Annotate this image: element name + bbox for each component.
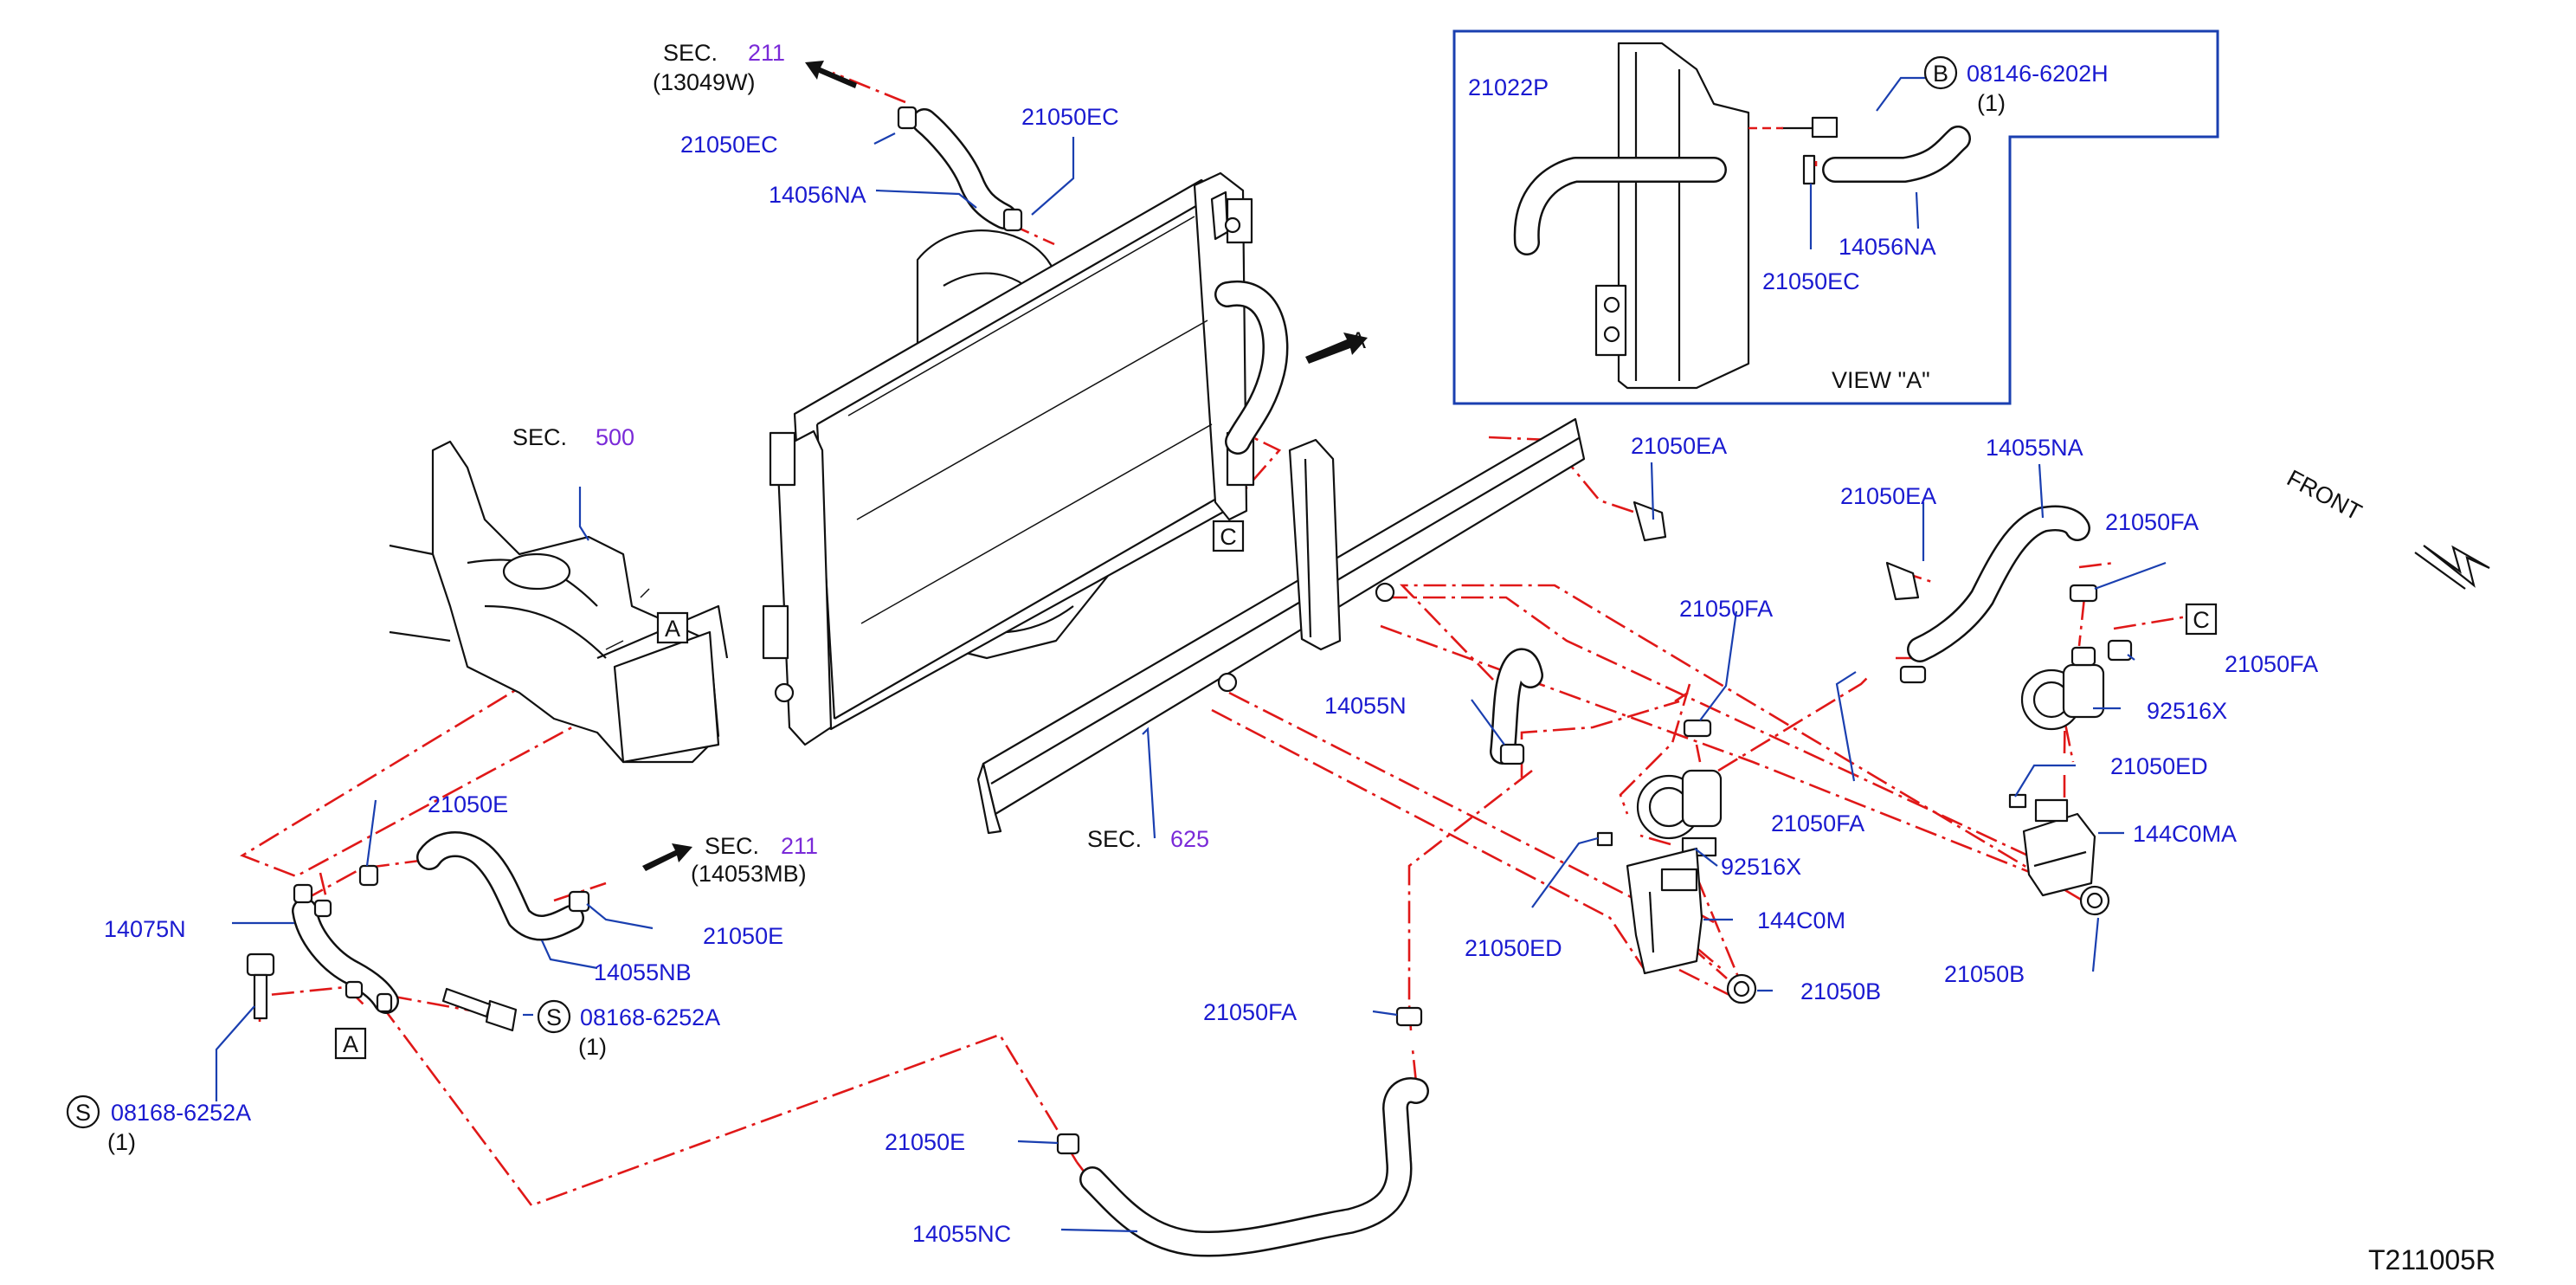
arrow-to-sec-211-top (805, 61, 857, 88)
label-14056NA: 14056NA (769, 182, 866, 208)
label-144C0MA: 144C0MA (2133, 821, 2237, 847)
sec-500-prefix: SEC. (512, 424, 567, 450)
label-21050EC-right: 21050EC (1021, 104, 1119, 130)
labels: SEC. 211 (13049W) SEC. 500 SEC. 211 (140… (104, 40, 2496, 1275)
label-21050FA-5: 21050FA (1203, 999, 1297, 1025)
label-14055NC: 14055NC (912, 1221, 1011, 1247)
hoses (292, 108, 2090, 1257)
direction-arrows (642, 61, 2490, 871)
label-21050E-top: 21050E (428, 791, 508, 817)
sec-211-top-sub: (13049W) (653, 69, 756, 95)
label-14075N: 14075N (104, 916, 186, 942)
label-21050FA-3: 21050FA (2225, 651, 2318, 677)
label-21050B-right: 21050B (1944, 961, 2025, 987)
leader-lines (215, 76, 2167, 1233)
marker-a-box-1: A (665, 616, 680, 642)
label-08168-6252A-2: 08168-6252A (111, 1100, 251, 1126)
symbol-s-1: S (546, 1004, 562, 1030)
label-21050FA-2: 21050FA (1679, 596, 1773, 622)
label-08168-6252A-2-qty: (1) (107, 1129, 136, 1155)
symbol-s-2: S (75, 1100, 91, 1126)
marker-c-box-1: C (1220, 524, 1237, 550)
label-21050EA-1: 21050EA (1631, 433, 1727, 459)
label-92516X-right: 92516X (2147, 698, 2227, 724)
front-arrow-icon (2423, 545, 2490, 588)
inset-label-08146-qty: (1) (1977, 90, 2006, 116)
label-21050B-left: 21050B (1800, 978, 1881, 1004)
label-21050FA-4: 21050FA (1771, 810, 1864, 836)
clamps (246, 106, 2133, 1155)
inset-label-08146-6202H: 08146-6202H (1967, 61, 2109, 87)
view-a-inset (1452, 29, 2219, 405)
pumps-brackets (1626, 663, 2110, 1004)
arrow-to-sec-211-left (642, 843, 692, 871)
label-21050ED-left: 21050ED (1465, 935, 1562, 961)
view-a-arrow-icon (1305, 333, 1368, 364)
label-21050EC-left: 21050EC (680, 132, 778, 158)
label-21050E-right: 21050E (703, 923, 783, 949)
sec-211-left-number: 211 (781, 833, 818, 859)
markers: A A C C B S S (66, 55, 2218, 1129)
front-label: FRONT (2283, 465, 2366, 526)
inset-label-21050EC: 21050EC (1762, 268, 1860, 294)
sec-500-number: 500 (596, 424, 634, 450)
label-92516X-left: 92516X (1721, 854, 1801, 880)
symbol-b: B (1933, 61, 1948, 87)
chassis-bracket (389, 440, 729, 764)
label-14055N: 14055N (1324, 693, 1407, 719)
label-21050EA-2: 21050EA (1840, 483, 1936, 509)
view-a-marker-label: A (1350, 327, 1366, 353)
label-08168-6252A-1-qty: (1) (578, 1034, 607, 1060)
sec-625-prefix: SEC. (1087, 826, 1142, 852)
sec-211-left-prefix: SEC. (705, 833, 759, 859)
view-a-caption: VIEW "A" (1832, 367, 1930, 393)
inset-label-21022P: 21022P (1468, 74, 1549, 100)
sec-211-left-sub: (14053MB) (691, 861, 807, 887)
diagram-id: T211005R (2368, 1244, 2496, 1275)
sec-625-number: 625 (1170, 826, 1209, 852)
label-14055NB: 14055NB (594, 959, 692, 985)
inset-label-14056NA: 14056NA (1839, 234, 1936, 260)
marker-a-box-2: A (343, 1031, 358, 1057)
sec-211-top-number: 211 (748, 40, 785, 66)
label-21050ED-right: 21050ED (2110, 753, 2208, 779)
sec-211-top-prefix: SEC. (663, 40, 718, 66)
label-21050FA-1: 21050FA (2105, 509, 2199, 535)
label-21050E-bottom: 21050E (885, 1129, 965, 1155)
core-support-bar (976, 417, 1586, 835)
marker-c-box-2: C (2193, 607, 2210, 633)
label-08168-6252A-1: 08168-6252A (580, 1004, 720, 1030)
label-14055NA: 14055NA (1986, 435, 2083, 461)
label-144C0M: 144C0M (1757, 907, 1845, 933)
